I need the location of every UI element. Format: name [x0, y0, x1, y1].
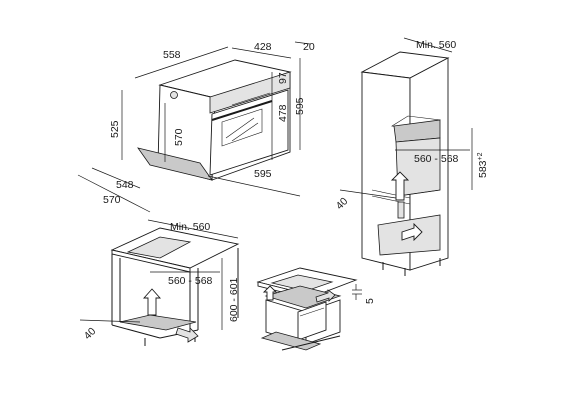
- dim-548: 548: [116, 179, 134, 191]
- dim-525: 525: [109, 120, 121, 138]
- dim-570-height: 570: [173, 128, 185, 146]
- dim-40-column: 40: [334, 195, 351, 212]
- dim-20: 20: [303, 41, 315, 53]
- dim-583-column: 583+2: [477, 152, 489, 178]
- dim-558: 558: [163, 49, 181, 61]
- airflow-arrow-up-icon-3: [262, 285, 278, 301]
- dim-min-560-under: Min. 560: [170, 221, 210, 233]
- dim-428: 428: [254, 41, 272, 53]
- dim-570-depth: 570: [103, 194, 121, 206]
- airflow-arrow-up-icon-2: [142, 288, 162, 316]
- dim-595-height: 595: [294, 97, 306, 115]
- dim-97: 97: [277, 72, 289, 84]
- dim-583-value: 583: [477, 160, 489, 178]
- dim-5-hob: 5: [364, 298, 376, 304]
- dim-478: 478: [277, 104, 289, 122]
- dim-560-568-under: 560 - 568: [168, 275, 213, 287]
- oven-knob: [170, 91, 178, 99]
- airflow-arrow-up-icon: [390, 171, 410, 201]
- dim-583-tolerance: +2: [477, 152, 484, 160]
- oven-door-glass: [221, 108, 263, 147]
- dim-600-601-under: 600 - 601: [228, 277, 240, 322]
- oven-base: [137, 147, 213, 181]
- hob-figure: 5: [256, 267, 376, 351]
- dim-560-568-column: 560 - 568: [414, 153, 459, 165]
- airflow-arrow-down-icon-2: [175, 327, 199, 343]
- airflow-arrow-down-icon: [401, 222, 423, 242]
- airflow-arrow-right-icon: [315, 289, 336, 303]
- oven-door: [209, 89, 289, 176]
- oven-handle: [211, 100, 273, 121]
- dim-40-under: 40: [82, 325, 99, 342]
- dim-595-width: 595: [254, 168, 272, 180]
- oven-figure: 558 428 20 525 548 570 570 97 478 595 59…: [77, 41, 315, 213]
- under-counter-figure: Min. 560 560 - 568 600 - 601 40: [79, 219, 240, 346]
- dim-min-560-column: Min. 560: [416, 39, 456, 51]
- oven-control-panel: [209, 71, 291, 114]
- column-figure: Min. 560 560 - 568 583+2 40: [334, 37, 489, 276]
